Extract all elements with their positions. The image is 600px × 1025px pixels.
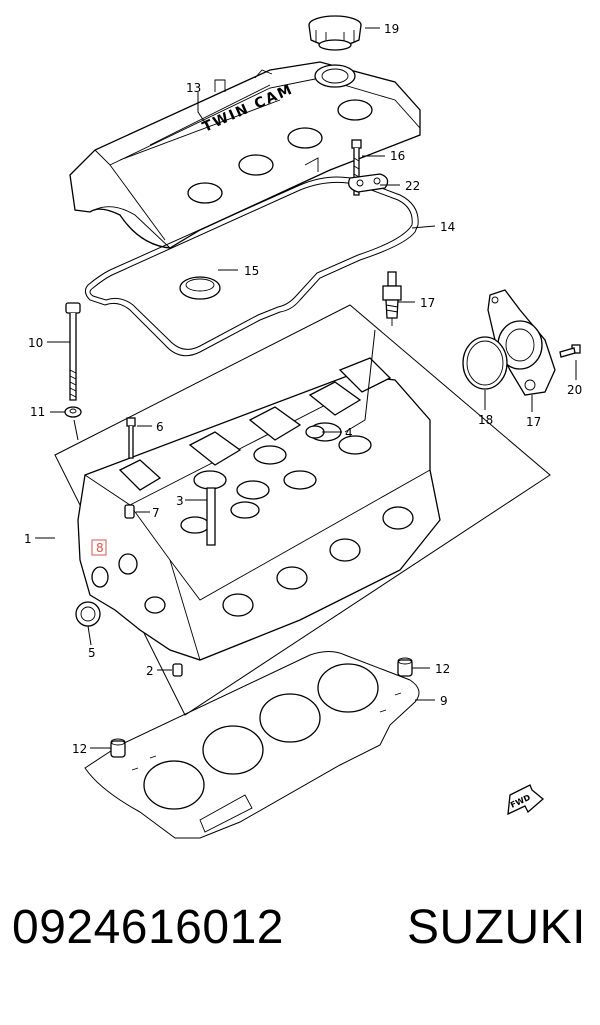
callout-2: 2 [146, 664, 154, 678]
bolt-6 [126, 417, 136, 459]
callout-1: 1 [24, 532, 32, 546]
callout-4: 4 [345, 426, 353, 440]
head-gasket [84, 651, 420, 839]
callout-12-left: 12 [72, 742, 87, 756]
callout-15: 15 [244, 264, 259, 278]
callout-16: 16 [390, 149, 405, 163]
callout-10: 10 [28, 336, 43, 350]
part-number: 0924616012 [12, 901, 284, 954]
plug-2 [172, 663, 183, 677]
head-bolt-washer [64, 406, 82, 418]
spark-plug [382, 271, 402, 326]
callout-5: 5 [88, 646, 96, 660]
stud-plate [347, 173, 389, 193]
plug-tube-seal [179, 276, 221, 300]
callout-8: 8 [96, 541, 104, 555]
callout-9: 9 [440, 694, 448, 708]
dowel-pin-3 [206, 487, 216, 546]
exploded-parts-diagram: TWIN CAM [24, 15, 582, 839]
callout-21: 19 [384, 22, 399, 36]
cam-seal-5 [75, 601, 101, 627]
callout-20: 20 [567, 383, 582, 397]
callout-6: 6 [156, 420, 164, 434]
cylinder-head [77, 357, 441, 661]
callout-3: 3 [176, 494, 184, 508]
cylinder-head-cover: TWIN CAM [69, 61, 421, 249]
dowel-pin-12a [397, 657, 413, 677]
plug-tube-4 [305, 425, 325, 439]
leader-lines [35, 27, 577, 749]
callout-8-highlight-box [91, 539, 107, 556]
callout-17: 17 [420, 296, 435, 310]
brand-name: SUZUKI [406, 901, 586, 954]
callout-13: 13 [186, 81, 201, 95]
callout-7: 7 [152, 506, 160, 520]
fwd-arrow-badge: FWD [507, 784, 545, 816]
cover-gasket [84, 176, 419, 357]
callout-12-right: 12 [435, 662, 450, 676]
oil-filler-cap [308, 15, 362, 51]
callout-14: 14 [440, 220, 455, 234]
callout-22: 22 [405, 179, 420, 193]
callouts: 19 13 16 22 14 15 17 10 11 6 4 18 17 20 … [24, 22, 582, 756]
callout-19: 18 [478, 413, 493, 427]
callout-18: 17 [526, 415, 541, 429]
pin-7 [124, 504, 135, 519]
callout-11: 11 [30, 405, 45, 419]
caption-bar: 0924616012 SUZUKI [0, 900, 600, 990]
head-bolt [65, 302, 81, 401]
dowel-pin-12b [110, 738, 126, 758]
outlet-bolt [559, 344, 581, 358]
outlet-gasket [462, 336, 508, 390]
water-outlet-housing [487, 289, 556, 396]
